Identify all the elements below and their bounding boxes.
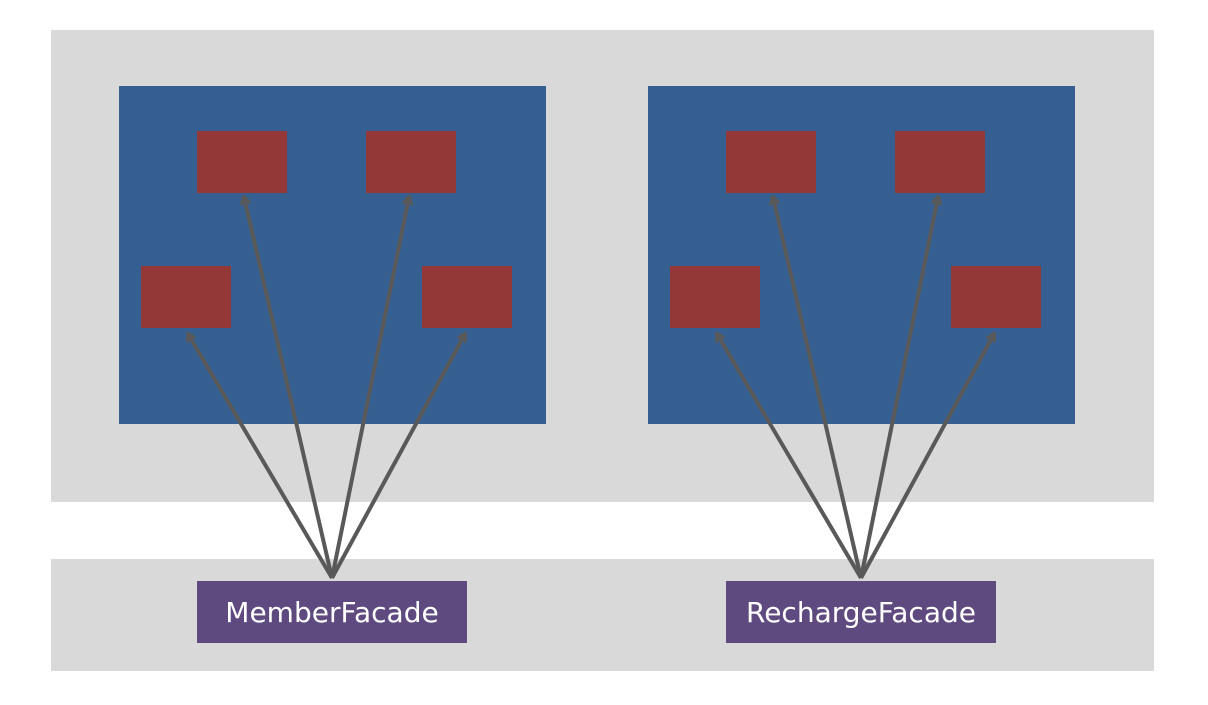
member-component-top-left [197,131,287,193]
recharge-subsystem [648,86,1075,424]
arrow-recharge-to-bottom-left [717,334,863,580]
member-component-bottom-left [141,266,231,328]
recharge-component-bottom-right [951,266,1041,328]
arrow-member-to-bottom-right [330,334,465,579]
arrow-member-to-bottom-left [188,334,334,580]
member-facade: MemberFacade [197,581,467,643]
recharge-facade: RechargeFacade [726,581,996,643]
arrow-recharge-to-top-right [859,197,938,579]
arrow-member-to-top-left [244,197,334,579]
recharge-component-top-right [895,131,985,193]
member-component-top-right [366,131,456,193]
member-component-bottom-right [422,266,512,328]
arrow-member-to-top-right [330,197,409,579]
member-subsystem [119,86,546,424]
recharge-component-top-left [726,131,816,193]
arrow-recharge-to-bottom-right [859,334,994,579]
recharge-component-bottom-left [670,266,760,328]
arrow-recharge-to-top-left [773,197,863,579]
